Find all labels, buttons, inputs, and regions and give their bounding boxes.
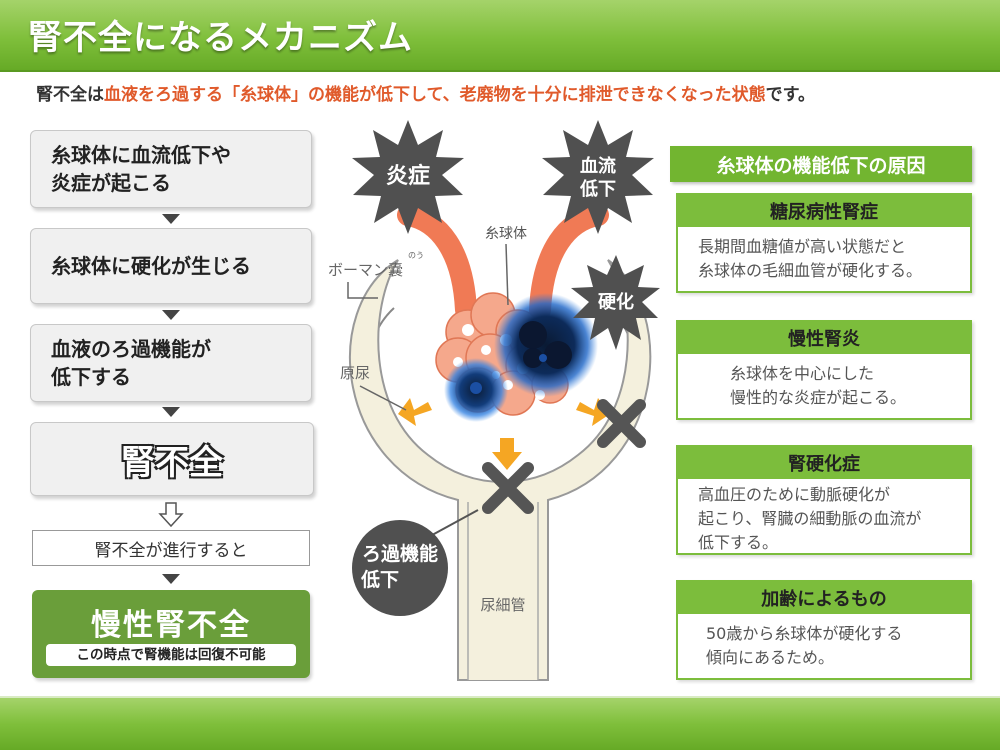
glomerulus-vessels	[397, 204, 609, 321]
bloodflow-burst: 血流 低下	[542, 120, 654, 234]
intro-text: 腎不全は血液をろ過する「糸球体」の機能が低下して、老廃物を十分に排泄できなくなっ…	[36, 80, 815, 105]
flow-progress: 腎不全が進行すると	[32, 530, 310, 566]
flow-step-3: 血液のろ過機能が 低下する	[30, 324, 312, 402]
footer-divider	[0, 696, 1000, 698]
cause-desc: 長期間血糖値が高い状態だと 糸球体の毛細血管が硬化する。	[698, 237, 923, 280]
cause-name: 慢性腎炎	[678, 322, 970, 354]
flow-arrow-3	[162, 407, 180, 417]
cause-name: 腎硬化症	[678, 447, 970, 479]
cause-card-aging: 加齢によるもの 50歳から糸球体が硬化する 傾向にあるため。	[676, 580, 972, 680]
cause-name: 糖尿病性腎症	[678, 195, 970, 227]
title-bar: 腎不全になるメカニズム	[0, 0, 1000, 72]
cause-desc: 50歳から糸球体が硬化する 傾向にあるため。	[706, 624, 903, 667]
inflammation-burst: 炎症	[352, 120, 464, 234]
bloodflow-label-line1: 血流	[580, 155, 616, 177]
chronic-title: 慢性腎不全	[91, 608, 251, 643]
cause-card-diabetic: 糖尿病性腎症 長期間血糖値が高い状態だと 糸球体の毛細血管が硬化する。	[676, 193, 972, 293]
filtration-label-line2: 低下	[360, 568, 399, 591]
primary-urine-label: 原尿	[340, 364, 370, 382]
cause-desc: 高血圧のために動脈硬化が 起こり、腎臓の細動脈の血流が 低下する。	[698, 485, 922, 552]
flow-arrow-4	[162, 574, 180, 584]
filtration-burst: ろ過機能 低下	[352, 509, 479, 616]
sclerosis-spots	[444, 293, 598, 422]
flow-result: 腎不全	[30, 422, 314, 496]
intro-prefix: 腎不全は	[36, 85, 104, 105]
sclerosis-label: 硬化	[598, 291, 634, 313]
tubule-label: 尿細管	[480, 596, 525, 614]
chronic-note: この時点で腎機能は回復不可能	[46, 644, 296, 666]
blocked-x-icon	[482, 399, 646, 514]
sclerosis-burst: 硬化	[571, 255, 660, 350]
filtration-label-line1: ろ過機能	[362, 542, 438, 565]
footer-bar	[0, 698, 1000, 750]
intro-highlight: 血液をろ過する「糸球体」の機能が低下して、老廃物を十分に排泄できなくなった状態	[104, 85, 766, 105]
cause-name: 加齢によるもの	[678, 582, 970, 614]
page-title: 腎不全になるメカニズム	[28, 18, 413, 58]
bloodflow-label-line2: 低下	[579, 178, 616, 200]
causes-title: 糸球体の機能低下の原因	[670, 146, 972, 182]
bowman-capsule	[349, 259, 652, 681]
bowman-label: ボーマン嚢	[328, 261, 403, 279]
inflammation-label: 炎症	[386, 163, 430, 189]
glomerulus-label: 糸球体	[485, 226, 527, 242]
flow-step-1: 糸球体に血流低下や 炎症が起こる	[30, 130, 312, 208]
cause-card-nephrosclerosis: 腎硬化症 高血圧のために動脈硬化が 起こり、腎臓の細動脈の血流が 低下する。	[676, 445, 972, 555]
chronic-box: 慢性腎不全 この時点で腎機能は回復不可能	[32, 590, 310, 678]
nephron-diagram: 炎症 血流 低下 硬化 ろ過機能 低下 糸球体 ボーマン嚢 のう 原尿 尿細管	[328, 120, 660, 681]
flow-arrow-1	[162, 214, 180, 224]
bowman-ruby: のう	[408, 251, 424, 260]
flow-arrow-2	[162, 310, 180, 320]
hollow-down-arrow-icon	[158, 502, 184, 528]
cause-desc: 糸球体を中心にした 慢性的な炎症が起こる。	[730, 364, 907, 407]
cause-card-chronic-nephritis: 慢性腎炎 糸球体を中心にした 慢性的な炎症が起こる。	[676, 320, 972, 420]
flow-step-2: 糸球体に硬化が生じる	[30, 228, 312, 304]
intro-suffix: です。	[765, 85, 815, 105]
